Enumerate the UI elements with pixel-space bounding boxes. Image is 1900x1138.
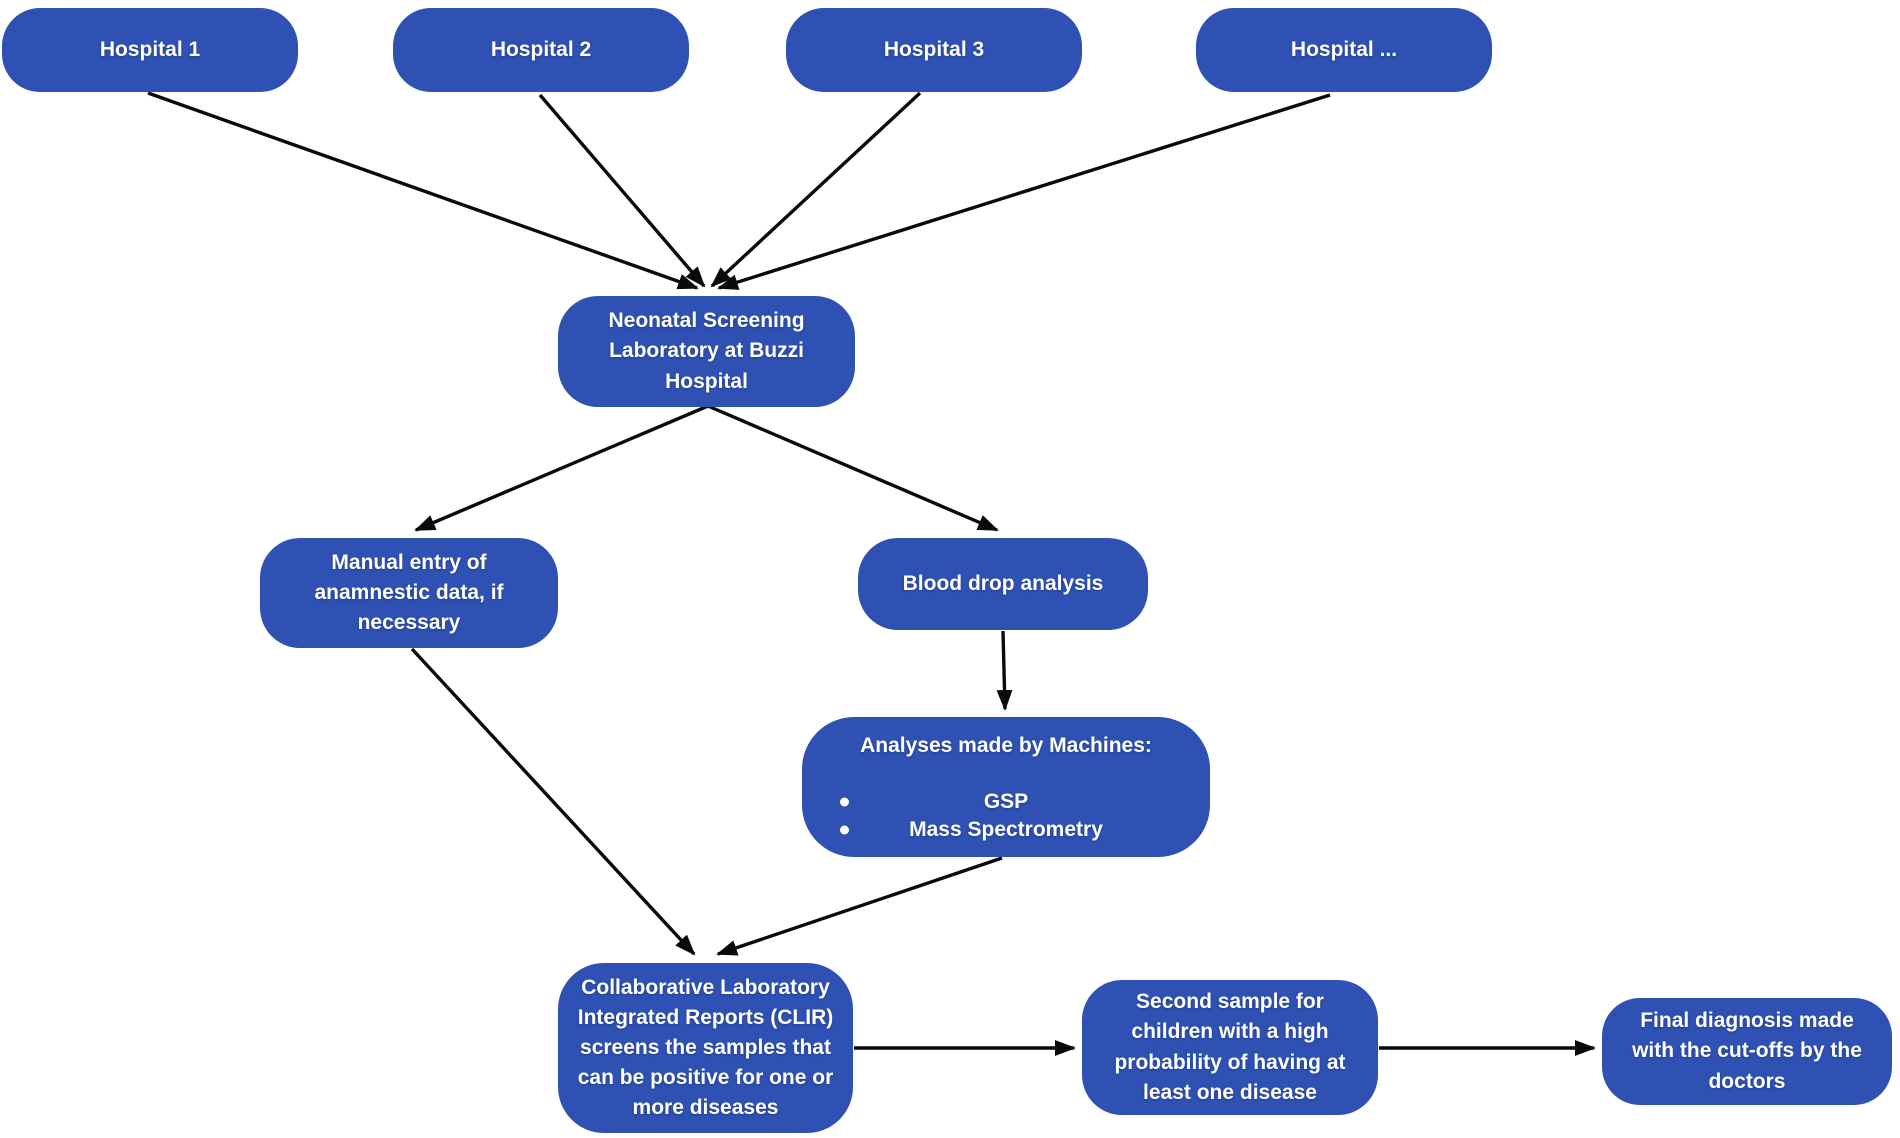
machine-list-item-gsp-label: GSP	[983, 790, 1029, 814]
arrow-lab-to-manual	[414, 404, 709, 532]
node-final-diagnosis-label: Final diagnosis made with the cut-offs b…	[1632, 1009, 1862, 1093]
arrow-hospital4-to-lab	[717, 93, 1331, 290]
node-hospital-more-label: Hospital ...	[1290, 37, 1398, 61]
node-second-sample-label: Second sample for children with a high p…	[1114, 990, 1346, 1104]
node-screening-lab: Neonatal Screening Laboratory at Buzzi H…	[558, 296, 855, 407]
arrow-manual-to-clir	[410, 647, 696, 956]
arrow-hospital1-to-lab	[147, 91, 699, 290]
node-final-diagnosis: Final diagnosis made with the cut-offs b…	[1602, 998, 1892, 1105]
node-hospital-3: Hospital 3	[786, 8, 1082, 92]
node-hospital-1: Hospital 1	[2, 8, 298, 92]
node-second-sample: Second sample for children with a high p…	[1082, 980, 1378, 1115]
arrow-hospital2-to-lab	[538, 93, 706, 288]
node-hospital-more: Hospital ...	[1196, 8, 1492, 92]
node-blood-drop: Blood drop analysis	[858, 538, 1148, 630]
arrow-hospital3-to-lab	[710, 91, 922, 288]
machine-list-item-mass-spectrometry-label: Mass Spectrometry	[909, 817, 1103, 841]
node-analyses-machines-title: Analyses made by Machines:	[860, 734, 1152, 757]
node-screening-lab-label: Neonatal Screening Laboratory at Buzzi H…	[608, 309, 805, 393]
node-hospital-1-label: Hospital 1	[99, 37, 201, 61]
arrow-blood-to-machines	[996, 630, 1013, 711]
arrow-machines-to-clir	[716, 856, 1003, 956]
node-manual-entry: Manual entry of anamnestic data, if nece…	[260, 538, 558, 648]
machine-list-item-gsp: GSP	[818, 788, 1194, 816]
node-clir: Collaborative Laboratory Integrated Repo…	[558, 963, 853, 1133]
node-hospital-2-label: Hospital 2	[490, 37, 592, 61]
node-manual-entry-label: Manual entry of anamnestic data, if nece…	[314, 550, 504, 634]
node-blood-drop-label: Blood drop analysis	[902, 571, 1104, 595]
machine-list: GSP Mass Spectrometry	[818, 788, 1194, 843]
machine-list-item-mass-spectrometry: Mass Spectrometry	[818, 816, 1194, 844]
arrow-lab-to-blood	[707, 404, 999, 532]
node-hospital-3-label: Hospital 3	[883, 37, 985, 61]
node-hospital-2: Hospital 2	[393, 8, 689, 92]
node-clir-label: Collaborative Laboratory Integrated Repo…	[577, 975, 834, 1120]
node-analyses-machines: Analyses made by Machines: GSP Mass Spec…	[802, 717, 1210, 857]
